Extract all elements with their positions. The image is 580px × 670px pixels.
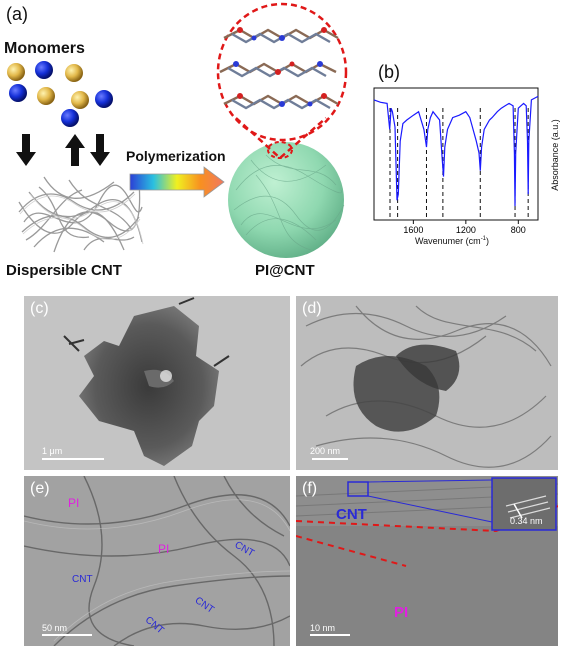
panel-d-tem-image: (d) 200 nm [296,296,558,470]
gold-monomer [37,87,55,105]
monomers-illustration [7,61,113,127]
panel-a-label: (a) [6,4,28,24]
mixing-arrows [16,134,110,166]
scale-bar-label: 10 nm [310,623,336,633]
gold-monomer [65,64,83,82]
scale-bar [312,458,348,460]
panel-e-label: (e) [30,480,50,497]
polymerization-arrow [129,166,225,198]
polymerization-label: Polymerization [126,148,226,164]
panel-f-label: (f) [302,480,318,497]
pi-label: PI [68,496,80,510]
x-axis-label-close: ) [486,236,490,246]
x-axis-label-sup: -1 [480,236,487,242]
x-axis-label-text: Wavenumer (cm [415,236,481,246]
pi-cnt-label: PI@CNT [255,262,315,279]
y-axis-label: Absorbance (a.u.) [550,119,560,191]
scale-bar-label: 50 nm [42,623,68,633]
panel-d-label: (d) [302,300,322,317]
scale-bar [310,634,350,636]
monomers-label: Monomers [4,40,85,57]
x-tick-label: 800 [511,225,526,235]
panel-c-label: (c) [30,300,49,317]
blue-monomer [9,84,27,102]
ftir-chart: 1600 1200 800 [373,87,539,235]
ftir-spectrum-line [373,95,539,207]
scale-bar [42,634,92,636]
gold-monomer [7,63,25,81]
cnt-label: CNT [72,574,93,585]
d-spacing-label: 0.34 nm [510,516,543,526]
x-axis-label: Wavenumer (cm-1) [415,236,489,246]
blue-monomer [95,90,113,108]
x-tick-label: 1600 [403,225,423,235]
pi-label: PI [394,604,409,621]
x-ticks: 1600 1200 800 [403,220,526,235]
x-tick-label: 1200 [456,225,476,235]
panel-e-hrtem-image: (e) PI PI CNT CNT CNT CNT 50 nm [24,476,290,646]
scale-bar-label: 1 μm [42,446,63,456]
pi-cnt-sphere [228,142,344,258]
pi-cnt-illustration [216,2,348,258]
panel-f-hrtem-image: (f) CNT PI 0.34 nm 10 nm [296,476,558,646]
blue-monomer [61,109,79,127]
panel-c-tem-image: (c) 1 μm [24,296,290,470]
plot-frame [373,87,539,221]
cnt-label: CNT [336,506,367,523]
panel-b-label: (b) [378,62,400,82]
pi-label: PI [158,542,170,556]
cnt-tangle-illustration [18,176,144,253]
blue-monomer [35,61,53,79]
scale-bar-label: 200 nm [310,446,341,456]
gold-monomer [71,91,89,109]
scale-bar [42,458,104,460]
dispersible-cnt-label: Dispersible CNT [6,262,122,279]
